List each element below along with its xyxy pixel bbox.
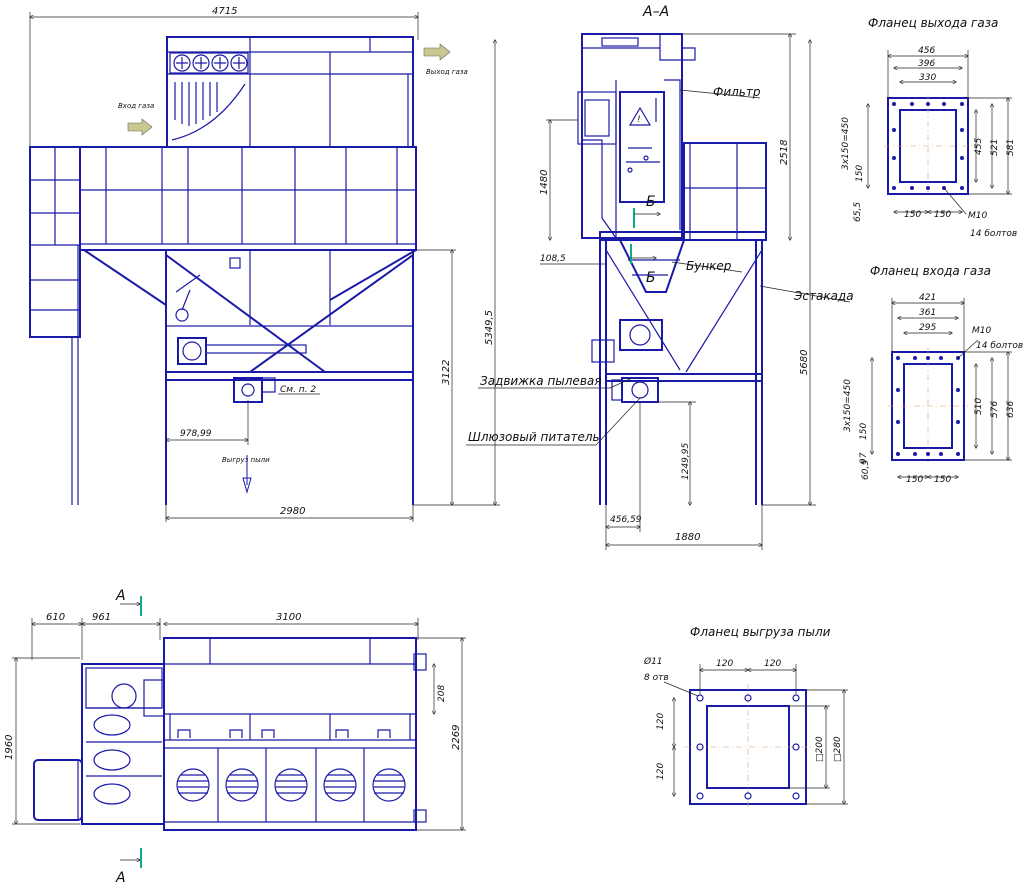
flange-dust-unload: Фланец выгруза пыли Ø11 8 отв 120 120 12… — [643, 625, 848, 810]
dim-108: 108,5 — [540, 254, 566, 264]
front-view: 4715 Выход газа Вход газа — [29, 6, 500, 522]
section-title: А–А — [642, 4, 669, 20]
flange-out-dim-top-1: 396 — [918, 59, 935, 69]
flange-in-dim-right-0: 510 — [974, 398, 984, 415]
side-railing — [683, 142, 767, 241]
flange-dust-title: Фланец выгруза пыли — [690, 625, 831, 639]
flange-dust-dim-left-1: 120 — [656, 763, 666, 780]
flange-out-dim-right-2: 581 — [1006, 139, 1016, 156]
dim-1880: 1880 — [675, 532, 700, 543]
flange-out-dim-top-2: 330 — [919, 73, 936, 83]
flange-in-bolt-count: 14 болтов — [976, 341, 1023, 351]
flange-in-title: Фланец входа газа — [870, 264, 991, 278]
section-b-mark-top: Б — [646, 194, 656, 210]
flange-in-dim-right-2: 636 — [1006, 401, 1016, 418]
dim-1249: 1249,95 — [681, 443, 691, 480]
platform-railing — [79, 146, 417, 251]
label-dust-unload: Выгруз пыли — [222, 456, 270, 464]
flange-dust-dim-right-1: □280 — [833, 736, 843, 762]
dim-support-span: 2980 — [280, 506, 305, 517]
flange-out-dim-left-b: 65,5 — [853, 202, 863, 222]
note-see: См. п. 2 — [280, 385, 316, 395]
dim-1480: 1480 — [539, 170, 550, 195]
control-cabinet — [619, 91, 665, 203]
dim-2269: 2269 — [451, 725, 462, 750]
section-a-mark-top: А — [115, 588, 126, 604]
flange-in-dim-left-c: 60,5 — [861, 460, 871, 480]
label-hopper: Бункер — [686, 259, 732, 273]
flange-out-dim-right-1: 521 — [990, 139, 1000, 156]
dim-offset: 978,99 — [180, 429, 212, 439]
dim-610: 610 — [46, 612, 65, 623]
flange-dust-dim-left-0: 120 — [656, 713, 666, 730]
flange-gas-inlet: Фланец входа газа 421 361 295 М10 14 бол… — [843, 264, 1023, 485]
dim-5680: 5680 — [799, 350, 810, 375]
dim-2518: 2518 — [779, 140, 790, 165]
flange-in-bolt: М10 — [972, 326, 991, 336]
section-a-mark-bottom: А — [115, 870, 126, 886]
flange-gas-outlet: Фланец выхода газа 456 396 330 455 521 5… — [841, 16, 1017, 239]
flange-dust-dim-top-0: 120 — [716, 659, 733, 669]
flange-dust-hole: Ø11 — [643, 656, 663, 667]
label-gas-inlet: Вход газа — [118, 102, 154, 110]
dust-gate — [233, 377, 263, 403]
flange-out-bolt-count: 14 болтов — [970, 229, 1017, 239]
section-b-mark-bottom: Б — [646, 270, 656, 286]
filter-housing — [581, 33, 683, 239]
dust-unload-arrow-icon — [242, 455, 252, 494]
label-dust-gate: Задвижка пылевая — [480, 374, 601, 388]
flange-out-dim-left-pattern: 3х150=450 — [841, 117, 851, 170]
flange-in-dim-bottom-0: 150 — [906, 475, 923, 485]
label-airlock: Шлюзовый питатель — [468, 430, 600, 444]
dim-height-total: 5349,5 — [484, 310, 495, 345]
flange-in-dim-left-b: 97 — [859, 452, 869, 464]
dim-total-width: 4715 — [212, 6, 237, 17]
flange-dust-hole-count: 8 отв — [644, 673, 669, 683]
dim-456: 456,59 — [610, 515, 642, 525]
flange-in-dim-top-1: 361 — [919, 308, 936, 318]
flange-in-dim-left-a: 150 — [859, 423, 869, 440]
flange-out-dim-bottom-0: 150 — [904, 210, 921, 220]
dim-3100: 3100 — [276, 612, 301, 623]
gas-outlet-arrow-icon — [423, 43, 451, 61]
fan-units-icon — [169, 52, 249, 74]
flange-dust-dim-top-1: 120 — [764, 659, 781, 669]
flange-out-bolt: М10 — [968, 211, 987, 221]
gas-inlet-arrow-icon — [127, 118, 153, 136]
flange-in-dim-bottom-1: 150 — [934, 475, 951, 485]
flange-out-dim-bottom-1: 150 — [934, 210, 951, 220]
flange-in-dim-top-2: 295 — [919, 323, 936, 333]
dim-height-platform: 3122 — [441, 360, 452, 385]
flange-out-dim-left-a: 150 — [855, 165, 865, 182]
flange-in-dim-right-1: 576 — [990, 401, 1000, 418]
label-gas-outlet: Выход газа — [426, 68, 468, 76]
grille-icons — [176, 768, 406, 802]
dim-208: 208 — [437, 685, 447, 702]
flange-out-title: Фланец выхода газа — [868, 16, 998, 30]
section-aa: А–А ! Б Б Фильтр Бункер Эстакада Задвижк… — [466, 4, 854, 550]
hopper-shape — [619, 239, 685, 293]
plan-view: А А 610 961 3100 1960 208 2269 — [4, 588, 466, 886]
label-filter: Фильтр — [713, 85, 761, 99]
dim-961: 961 — [92, 612, 111, 623]
flange-out-dim-top-0: 456 — [918, 46, 935, 56]
warning-icon: ! — [637, 115, 641, 125]
flange-dust-dim-right-0: □200 — [815, 736, 825, 762]
flange-out-dim-right-0: 455 — [974, 138, 984, 155]
flange-in-dim-left-pattern: 3х150=450 — [843, 379, 853, 432]
dim-1960: 1960 — [4, 735, 15, 760]
flange-in-dim-top-0: 421 — [919, 293, 936, 303]
